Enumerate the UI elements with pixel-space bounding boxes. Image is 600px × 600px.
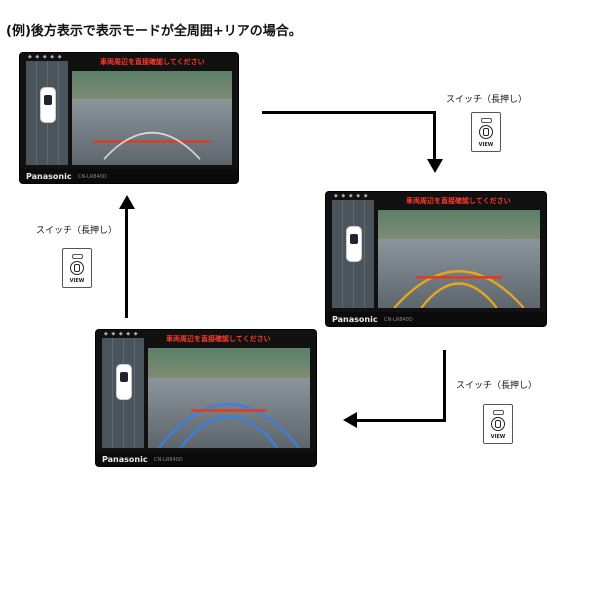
camera-knob-icon bbox=[491, 417, 505, 431]
view-switch-button[interactable]: VIEW bbox=[471, 112, 501, 152]
status-indicators: ◆ ◆ ◆ ◆ ◆ bbox=[334, 193, 369, 199]
arrow-2-head bbox=[343, 412, 357, 428]
arrow-3-vertical bbox=[125, 208, 128, 318]
rear-camera-view bbox=[378, 210, 540, 308]
guide-lines bbox=[93, 131, 211, 160]
view-button-label: VIEW bbox=[490, 434, 506, 440]
arrow-1-horizontal bbox=[262, 111, 436, 114]
camera-knob-icon bbox=[70, 261, 84, 275]
guide-lines bbox=[158, 403, 300, 448]
display-screen-2: ◆ ◆ ◆ ◆ ◆ 車両周辺を直接確認してください Panasonic CN-L… bbox=[326, 192, 546, 326]
switch-long-press-label: スイッチ（長押し） bbox=[456, 381, 538, 391]
car-icon bbox=[116, 364, 132, 400]
overhead-camera-view bbox=[26, 61, 68, 165]
view-button-label: VIEW bbox=[69, 278, 85, 284]
view-switch-button[interactable]: VIEW bbox=[483, 404, 513, 444]
warning-message: 車両周辺を直接確認してください bbox=[100, 58, 205, 66]
arrow-2-vertical bbox=[443, 350, 446, 422]
status-indicators: ◆ ◆ ◆ ◆ ◆ bbox=[28, 54, 63, 60]
indicator-led-icon bbox=[72, 254, 83, 259]
brand-label: Panasonic bbox=[26, 172, 72, 181]
arrow-2-horizontal bbox=[356, 419, 446, 422]
overhead-camera-view bbox=[102, 338, 144, 448]
rear-camera-view bbox=[72, 71, 232, 165]
arrow-1-head bbox=[427, 159, 443, 173]
view-button-label: VIEW bbox=[478, 142, 494, 148]
arrow-1-vertical bbox=[433, 111, 436, 161]
display-screen-3: ◆ ◆ ◆ ◆ ◆ 車両周辺を直接確認してください Panasonic CN-L… bbox=[96, 330, 316, 466]
switch-long-press-label: スイッチ（長押し） bbox=[446, 95, 528, 105]
page-title: (例)後方表示で表示モードが全周囲+リアの場合。 bbox=[6, 24, 302, 39]
model-label: CN-LR840D bbox=[154, 457, 183, 463]
switch-long-press-label: スイッチ（長押し） bbox=[36, 226, 118, 236]
indicator-led-icon bbox=[481, 118, 492, 123]
indicator-led-icon bbox=[493, 410, 504, 415]
status-indicators: ◆ ◆ ◆ ◆ ◆ bbox=[104, 331, 139, 337]
camera-knob-icon bbox=[479, 125, 493, 139]
display-screen-1: ◆ ◆ ◆ ◆ ◆ 車両周辺を直接確認してください Panasonic CN-L… bbox=[20, 53, 238, 183]
brand-label: Panasonic bbox=[102, 455, 148, 464]
car-icon bbox=[40, 87, 56, 123]
arrow-3-head bbox=[119, 195, 135, 209]
warning-message: 車両周辺を直接確認してください bbox=[406, 197, 511, 205]
car-icon bbox=[346, 226, 362, 262]
model-label: CN-LR840D bbox=[384, 317, 413, 323]
overhead-camera-view bbox=[332, 200, 374, 308]
guide-lines bbox=[393, 270, 525, 308]
model-label: CN-LR840D bbox=[78, 174, 107, 180]
rear-camera-view bbox=[148, 348, 310, 448]
warning-message: 車両周辺を直接確認してください bbox=[166, 335, 271, 343]
brand-label: Panasonic bbox=[332, 315, 378, 324]
view-switch-button[interactable]: VIEW bbox=[62, 248, 92, 288]
